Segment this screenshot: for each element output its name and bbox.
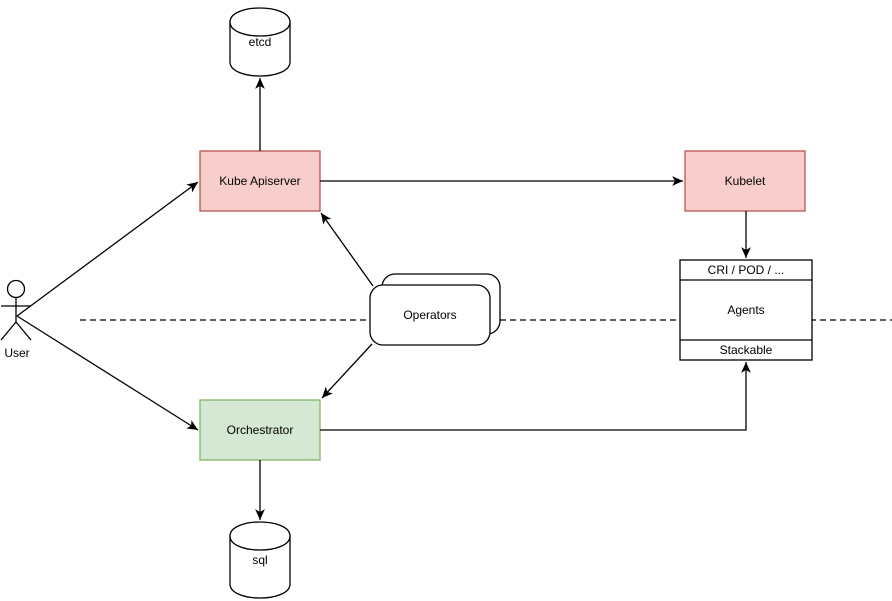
- edge-user-to-kube-apiserver[interactable]: [16, 181, 199, 317]
- orchestrator-label: Orchestrator: [227, 423, 294, 437]
- edge-orchestrator-to-agents[interactable]: [320, 362, 751, 431]
- user-actor-node[interactable]: User: [0, 279, 32, 361]
- actor-legs: [0, 321, 32, 341]
- etcd-cylinder-body[interactable]: [229, 7, 291, 77]
- agents-rect[interactable]: [679, 259, 813, 361]
- edge-operators-to-orchestrator[interactable]: [321, 343, 373, 399]
- agents-header-label: CRI / POD / ...: [708, 263, 785, 277]
- etcd-cylinder-rim: [229, 21, 291, 37]
- kube-apiserver-node[interactable]: Kube Apiserver: [199, 150, 321, 212]
- operators-label: Operators: [403, 308, 456, 322]
- sql-cylinder-body[interactable]: [229, 521, 291, 599]
- etcd-cylinder-node[interactable]: etcd: [229, 7, 291, 77]
- sql-cylinder-node[interactable]: sql: [229, 521, 291, 599]
- kube-apiserver-label: Kube Apiserver: [219, 174, 300, 188]
- etcd-label: etcd: [249, 35, 272, 49]
- orchestrator-node[interactable]: Orchestrator: [199, 399, 321, 461]
- edge-user-to-orchestrator[interactable]: [16, 315, 199, 431]
- operators-node[interactable]: Operators: [369, 273, 501, 346]
- edge-operators-to-kube-apiserver[interactable]: [320, 212, 374, 287]
- kubelet-label: Kubelet: [725, 174, 766, 188]
- operators-front-rect[interactable]: [369, 284, 491, 346]
- user-label: User: [4, 346, 29, 360]
- agents-footer-label: Stackable: [720, 343, 773, 357]
- edges-layer: [16, 78, 751, 520]
- kubelet-rect[interactable]: [684, 150, 806, 212]
- kube-apiserver-rect[interactable]: [199, 150, 321, 212]
- sql-cylinder-rim: [229, 535, 291, 551]
- actor-head: [6, 279, 26, 299]
- agents-node[interactable]: CRI / POD / ... Agents Stackable: [679, 259, 813, 361]
- sql-label: sql: [252, 553, 267, 567]
- agents-body-label: Agents: [727, 303, 764, 317]
- kubelet-node[interactable]: Kubelet: [684, 150, 806, 212]
